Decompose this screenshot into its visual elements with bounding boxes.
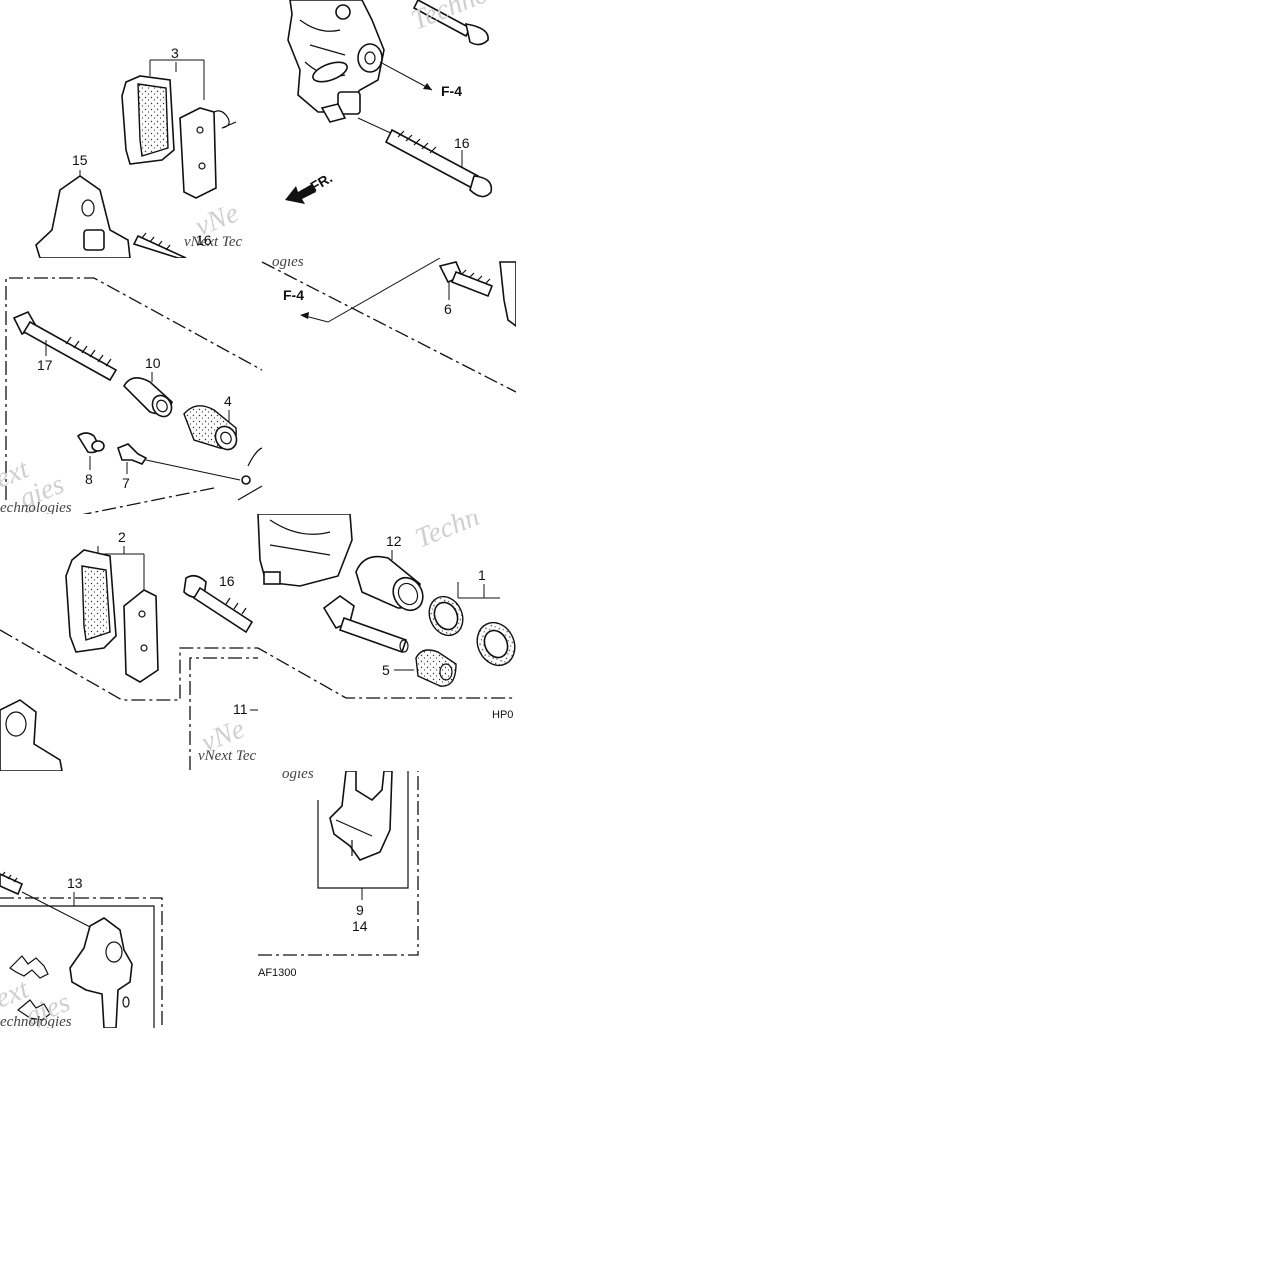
callout-13: 13 xyxy=(67,875,83,891)
bleeder-7 xyxy=(117,443,148,465)
piston-12 xyxy=(355,555,424,612)
caliper-body-upper xyxy=(287,0,385,123)
caliper-bracket-bottom xyxy=(69,917,133,1028)
seal-kit-1 xyxy=(428,595,516,667)
callout-8: 8 xyxy=(85,471,93,487)
bolt-6 xyxy=(438,261,494,298)
front-arrow-icon xyxy=(285,184,316,204)
callout-2: 2 xyxy=(118,529,126,545)
watermark-8: vNext Tec xyxy=(198,748,257,764)
brake-pad-lower xyxy=(65,549,159,683)
watermark-9: ogies xyxy=(282,766,314,782)
watermark-7: Techn xyxy=(411,501,484,554)
pad-spring-clip xyxy=(329,771,393,861)
bolt-upper xyxy=(412,0,489,46)
caliper-bracket-lower xyxy=(0,699,63,771)
callout-16-mid: 16 xyxy=(196,232,212,248)
callout-15: 15 xyxy=(72,152,88,168)
tile-bottom: ogies 9 14 13 xyxy=(0,766,419,1030)
callout-7: 7 xyxy=(122,475,130,491)
bolt-16-lower xyxy=(183,574,254,634)
bolt-16-upper xyxy=(357,117,493,198)
callout-4: 4 xyxy=(224,393,232,409)
tile-top: F-4 16 FR. 3 15 xyxy=(35,0,493,258)
diagram-code-1: HP0 xyxy=(492,709,513,721)
pin-5 xyxy=(322,595,457,687)
callout-6: 6 xyxy=(444,301,452,317)
caliper-body-lower xyxy=(257,514,353,587)
caliper-bracket-upper xyxy=(35,175,131,258)
sleeve-10 xyxy=(123,377,173,418)
diagram-code-2: AF1300 xyxy=(258,967,297,979)
callout-17: 17 xyxy=(37,357,53,373)
ref-f4-upper: F-4 xyxy=(441,83,462,99)
ref-f4-lower: F-4 xyxy=(283,287,304,303)
pad-spring xyxy=(9,955,51,1021)
callout-12: 12 xyxy=(386,533,402,549)
watermark-2: vNext Tec xyxy=(184,234,243,250)
callout-1: 1 xyxy=(478,567,486,583)
callout-3: 3 xyxy=(171,45,179,61)
callout-16-upper: 16 xyxy=(454,135,470,151)
callout-11: 11 xyxy=(233,701,248,717)
tile-second: ogies F-4 6 17 10 4 xyxy=(0,254,516,516)
callout-5: 5 xyxy=(382,662,390,678)
bolt-13 xyxy=(0,871,24,896)
watermark-3: ogies xyxy=(272,254,304,270)
callout-16-lower: 16 xyxy=(219,573,235,589)
callout-10: 10 xyxy=(145,355,161,371)
bolt-17 xyxy=(12,310,118,382)
watermark-6: echnologies xyxy=(0,500,72,516)
watermark-12: echnologies xyxy=(0,1014,72,1030)
tile-third: 12 1 5 2 xyxy=(0,501,516,771)
callout-9: 9 xyxy=(356,902,364,918)
callout-14: 14 xyxy=(352,918,368,934)
brake-pad-upper xyxy=(121,75,217,199)
boot-4 xyxy=(183,405,238,451)
cap-8 xyxy=(76,432,105,454)
